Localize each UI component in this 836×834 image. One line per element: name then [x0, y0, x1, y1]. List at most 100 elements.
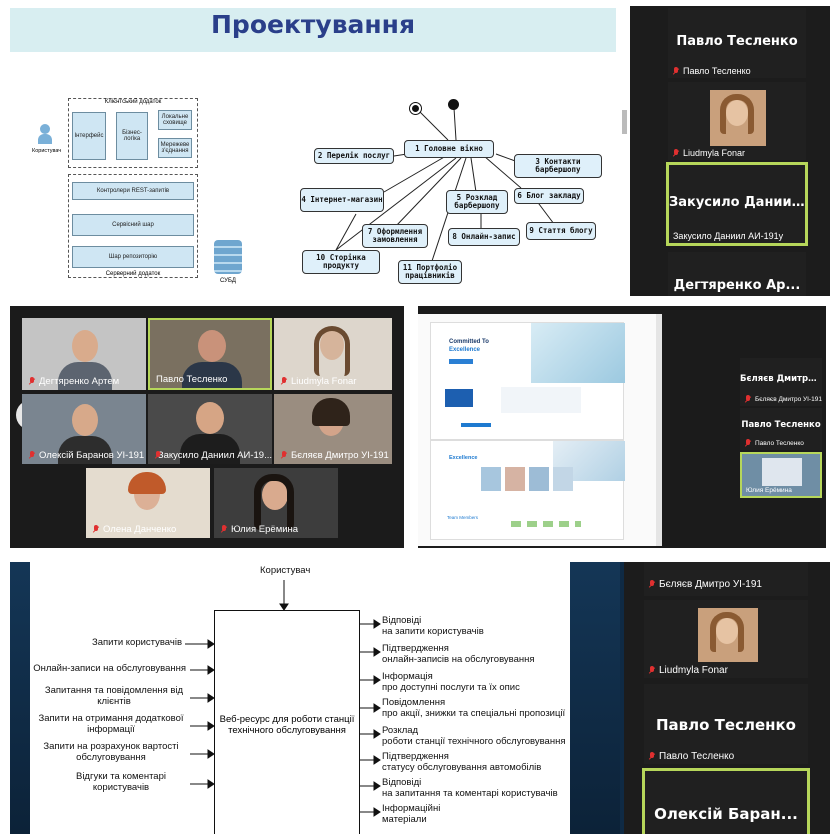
participant-tile[interactable]: Павло Тесленко Павло Тесленко — [668, 8, 806, 78]
gallery-tile[interactable]: Олена Данченко — [86, 468, 210, 538]
system-box — [214, 610, 360, 834]
rest-controllers-box: Контролери REST-запитів — [72, 182, 194, 200]
interface-box: Інтерфейс — [72, 112, 106, 160]
gallery-tile[interactable]: Бєляєв Дмитро УІ-191 — [274, 394, 392, 464]
input-label: Онлайн-записи на обслуговування — [33, 663, 186, 674]
participants-column-1: Павло Тесленко Павло Тесленко Liudmyla F… — [630, 6, 830, 296]
system-box-label: Веб-ресурс для роботи станції технічного… — [219, 714, 355, 737]
website-preview-2: Excellence Team Members — [430, 440, 625, 540]
business-logic-box: Бізнес-логіка — [116, 112, 148, 160]
participant-tile[interactable]: Liudmyla Fonar — [644, 600, 808, 678]
shared-screen: Committed To Excellence Excellence Team … — [418, 314, 662, 546]
user-icon — [40, 124, 50, 134]
mic-muted-icon — [154, 451, 160, 460]
person-body — [58, 362, 112, 390]
team-photo — [529, 467, 549, 491]
server-app-label: Серверний додаток — [105, 271, 161, 277]
team-photo — [481, 467, 501, 491]
context-arrows — [185, 580, 381, 817]
participant-tile[interactable]: Liudmyla Fonar — [668, 82, 806, 160]
participant-label: Павло Тесленко — [672, 66, 751, 76]
person-hair — [312, 398, 350, 426]
hero-headline-2: Excellence — [449, 347, 481, 353]
final-state-dot — [412, 105, 419, 112]
participant-label: Liudmyla Fonar — [672, 148, 745, 158]
person-face — [72, 330, 98, 362]
gallery-tile[interactable]: Дегтяренко Артем — [22, 318, 146, 390]
input-label: Відгуки та коментарі користувачів — [75, 771, 166, 793]
participant-label: Бєляєв Дмитро УІ-191 — [648, 579, 762, 590]
state-online: 8 Онлайн-запис — [448, 228, 520, 246]
screenshot-panel-2: Дегтяренко Артем Павло Тесленко Liudmyla… — [10, 306, 404, 548]
slide-sidebar-left — [10, 562, 30, 834]
info-card — [445, 389, 473, 407]
state-product: 10 Сторінка продукту — [302, 250, 380, 274]
gallery-tile[interactable]: Liudmyla Fonar — [274, 318, 392, 390]
initial-state — [448, 99, 459, 110]
gallery-tile[interactable]: Юлия Ерёмина — [214, 468, 338, 538]
participant-tile[interactable]: Бєляєв Дмитро УІ-191 — [644, 562, 808, 596]
mic-muted-icon — [280, 377, 288, 386]
participant-label: Юлия Ерёмина — [214, 524, 338, 535]
person-hair — [720, 94, 754, 134]
side-participant-tile-active[interactable]: Юлия Ерёмина — [740, 452, 822, 498]
participant-tile-active[interactable]: Олексій Баран... — [642, 768, 810, 834]
participant-name: Дегтяренко Ар... — [673, 278, 801, 293]
local-storage-box: Локальне сховище — [158, 110, 192, 130]
person-body — [182, 362, 242, 388]
mic-muted-icon — [92, 525, 100, 534]
gallery-tile[interactable]: Олексій Баранов УІ-191 — [22, 394, 146, 464]
side-participant-tile[interactable]: Бєляєв Дмитро... Бєляєв Дмитро УІ-191 — [740, 358, 822, 406]
participant-name: Олексій Баран... — [654, 805, 798, 823]
side-participant-tile[interactable]: Павло Тесленко Павло Тесленко — [740, 408, 822, 450]
person-face — [72, 404, 98, 436]
team-members-label: Team Members — [447, 515, 479, 520]
gallery-tile[interactable]: Закусило Даниил АИ-19... — [148, 394, 272, 464]
info-card — [501, 387, 581, 413]
input-label: Запити користувачів — [92, 637, 182, 648]
participant-tile-active[interactable]: Закусило Дании... Закусило Даниил АИ-191… — [666, 162, 808, 246]
participant-label: Liudmyla Fonar — [274, 376, 392, 387]
mic-muted-icon — [648, 580, 656, 589]
top-input-label: Користувач — [260, 565, 311, 576]
mic-muted-icon — [28, 377, 36, 386]
state-arrows — [335, 107, 555, 265]
gallery-tile-active[interactable]: Павло Тесленко — [148, 318, 272, 390]
participant-label: Бєляєв Дмитро УІ-191 — [274, 450, 392, 461]
input-label: Запити на отримання додаткової інформаці… — [38, 713, 184, 735]
mic-muted-icon — [280, 451, 288, 460]
partner-logos — [511, 521, 581, 527]
mic-muted-icon — [744, 439, 752, 448]
cta-button — [449, 359, 473, 364]
participant-label: Закусило Даниил АИ-19... — [154, 450, 272, 461]
participant-tile[interactable]: Дегтяренко Ар... — [668, 252, 806, 296]
screen-scrollbar[interactable] — [656, 314, 662, 546]
state-contacts: 3 Контакти барбершопу — [514, 154, 602, 178]
architecture-diagram: Клієнтський додаток Користувач Інтерфейс… — [32, 96, 254, 288]
network-box: Мережеве з'єднання — [158, 138, 192, 158]
video-feed — [762, 458, 802, 486]
state-services: 2 Перелік послуг — [314, 148, 394, 164]
participant-label: Павло Тесленко — [648, 751, 734, 762]
client-app-label: Клієнтський додаток — [104, 99, 162, 105]
team-photo — [505, 467, 525, 491]
slide-scroll-indicator[interactable] — [622, 110, 627, 134]
person-hair — [710, 612, 744, 652]
state-portfolio: 11 Портфоліо працівників — [398, 260, 462, 284]
slide-sidebar-right — [570, 562, 620, 834]
hero-headline-1: Committed To — [449, 339, 489, 345]
participant-label: Павло Тесленко — [744, 439, 804, 448]
input-label: Запити на розрахунок вартості обслуговув… — [43, 741, 179, 763]
mic-muted-icon — [744, 395, 752, 404]
database-icon — [214, 240, 242, 274]
participant-tile[interactable]: Павло Тесленко Павло Тесленко — [644, 684, 808, 764]
participant-label: Дегтяренко Артем — [22, 376, 146, 387]
person-face — [196, 402, 224, 434]
participant-label: Юлия Ерёмина — [746, 487, 792, 494]
participant-label: Павло Тесленко — [156, 374, 228, 385]
section-title — [461, 423, 491, 427]
dbms-label: СУБД — [220, 278, 236, 284]
